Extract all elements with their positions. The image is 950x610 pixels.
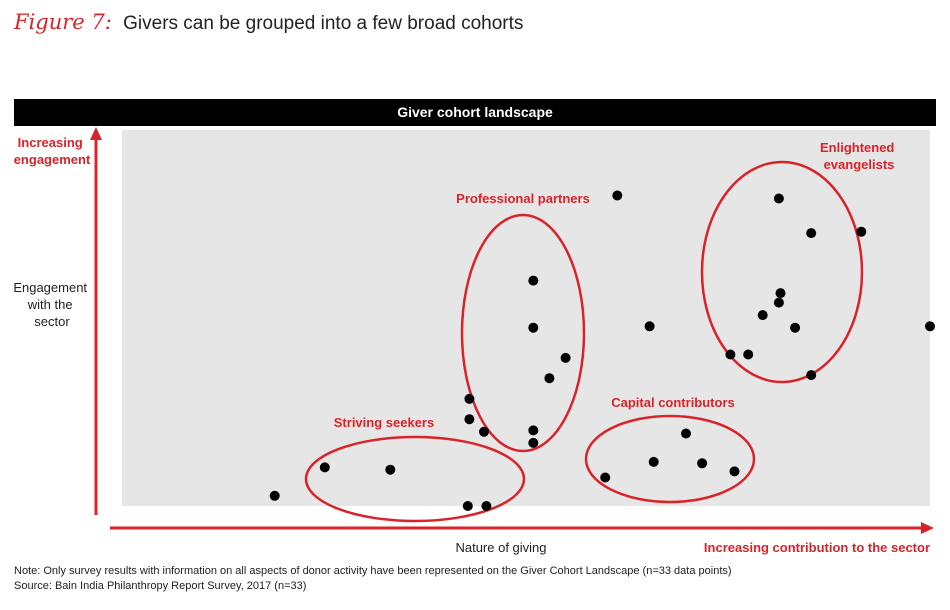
cohort-ellipse-capital-contributors — [584, 414, 756, 504]
data-point-11 — [528, 425, 539, 436]
data-point-21 — [729, 466, 740, 477]
cohort-ellipse-enlightened-evangelists — [700, 160, 864, 384]
cohort-label-enlightened-line-1: Enlightened — [820, 140, 894, 155]
figure-label: Figure 7: — [14, 10, 112, 34]
figure-heading: Givers can be grouped into a few broad c… — [123, 13, 524, 34]
x-axis-label: Nature of giving — [455, 540, 546, 555]
data-point-5 — [481, 501, 492, 511]
data-point-28 — [790, 322, 801, 333]
data-point-4 — [462, 501, 473, 511]
data-point-25 — [773, 193, 784, 204]
data-point-1 — [269, 490, 280, 501]
data-point-20 — [697, 458, 708, 469]
cohort-label-capital-contributors: Capital contributors — [611, 395, 735, 410]
figure-title: Figure 7: Givers can be grouped into a f… — [14, 10, 523, 35]
data-point-12 — [528, 437, 539, 448]
data-point-32 — [925, 321, 935, 332]
cohort-ellipses — [304, 160, 864, 523]
data-point-24 — [757, 310, 768, 321]
cohort-label-professional-partners: Professional partners — [456, 191, 590, 206]
data-point-29 — [806, 228, 817, 239]
data-point-22 — [725, 349, 736, 360]
data-point-7 — [464, 414, 475, 425]
source-text: Source: Bain India Philanthropy Report S… — [14, 580, 307, 592]
data-point-19 — [681, 428, 691, 439]
x-arrow-label: Increasing contribution to the sector — [704, 540, 930, 555]
data-point-23 — [743, 349, 754, 360]
data-point-10 — [528, 322, 539, 333]
cohort-label-enlightened-line-2: evangelists — [824, 157, 895, 172]
y-axis-label-line-1: Engagement — [13, 280, 87, 295]
data-point-2 — [319, 462, 330, 473]
y-axis-label: Engagement with the sector — [13, 280, 90, 329]
cohort-label-striving-seekers: Striving seekers — [334, 415, 434, 430]
data-point-8 — [479, 426, 489, 437]
cohort-labels: Enlightened evangelists Professional par… — [334, 140, 898, 430]
plot-area — [122, 130, 930, 506]
chart-title-banner: Giver cohort landscape — [14, 99, 936, 126]
cohort-ellipse-professional-partners — [460, 213, 586, 453]
data-point-9 — [528, 275, 539, 286]
data-point-13 — [544, 373, 555, 384]
data-point-6 — [464, 393, 475, 404]
y-arrow-label-line-1: Increasing — [18, 135, 83, 150]
data-point-30 — [806, 370, 817, 381]
cohort-label-enlightened-evangelists: Enlightened evangelists — [820, 140, 898, 172]
footnote: Note: Only survey results with informati… — [14, 564, 732, 594]
y-arrow-label-line-2: engagement — [14, 152, 91, 167]
data-point-31 — [856, 226, 867, 237]
data-point-27 — [775, 288, 786, 299]
data-point-16 — [644, 321, 655, 332]
data-point-15 — [612, 190, 623, 201]
y-arrow-label: Increasing engagement — [14, 135, 91, 167]
data-points — [269, 190, 935, 511]
data-point-26 — [773, 297, 784, 308]
data-point-14 — [560, 352, 571, 363]
note-text: Note: Only survey results with informati… — [14, 565, 732, 577]
y-axis-arrowhead — [90, 127, 102, 140]
data-point-3 — [385, 464, 396, 475]
data-point-18 — [648, 456, 659, 467]
x-axis-arrowhead — [921, 522, 934, 534]
data-point-17 — [600, 472, 611, 483]
y-axis-label-line-2: with the — [27, 297, 73, 312]
y-axis-label-line-3: sector — [34, 314, 70, 329]
cohort-ellipse-striving-seekers — [304, 435, 526, 523]
